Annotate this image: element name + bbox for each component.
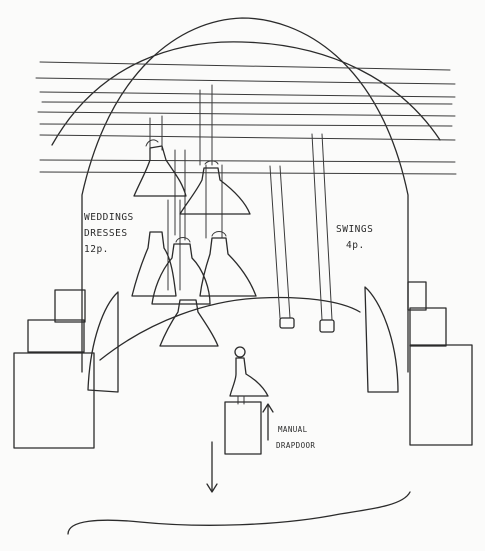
trapdoor-box xyxy=(224,401,262,455)
trapdoor-label: DRAPDOOR xyxy=(276,441,315,450)
stage-floor-curve xyxy=(99,296,361,361)
up-arrow xyxy=(262,403,274,441)
weddings-label: WEDDINGS xyxy=(84,212,134,223)
front-floor-curve xyxy=(67,491,411,535)
swing xyxy=(311,133,335,333)
manual-label: MANUAL xyxy=(278,425,308,434)
left-wings xyxy=(13,289,119,449)
outer-arch xyxy=(81,17,409,373)
inner-arch xyxy=(51,41,441,146)
right-wings xyxy=(364,281,473,446)
wedding-dress xyxy=(133,139,187,197)
swings-count-label: 4p. xyxy=(346,240,365,251)
batten-lines xyxy=(35,61,457,175)
wedding-dress xyxy=(159,299,219,347)
swing xyxy=(269,165,295,329)
swings-label: SWINGS xyxy=(336,224,373,235)
wedding-dress xyxy=(179,160,251,215)
wedding-dress xyxy=(131,231,177,297)
performer-figure xyxy=(229,346,269,405)
wedding-dress xyxy=(199,231,257,297)
dresses-label: DRESSES xyxy=(84,228,128,239)
weddings-count-label: 12p. xyxy=(84,244,109,255)
wedding-dress xyxy=(151,237,211,305)
dress-rigging-lines xyxy=(149,84,223,291)
down-arrow xyxy=(206,441,218,493)
